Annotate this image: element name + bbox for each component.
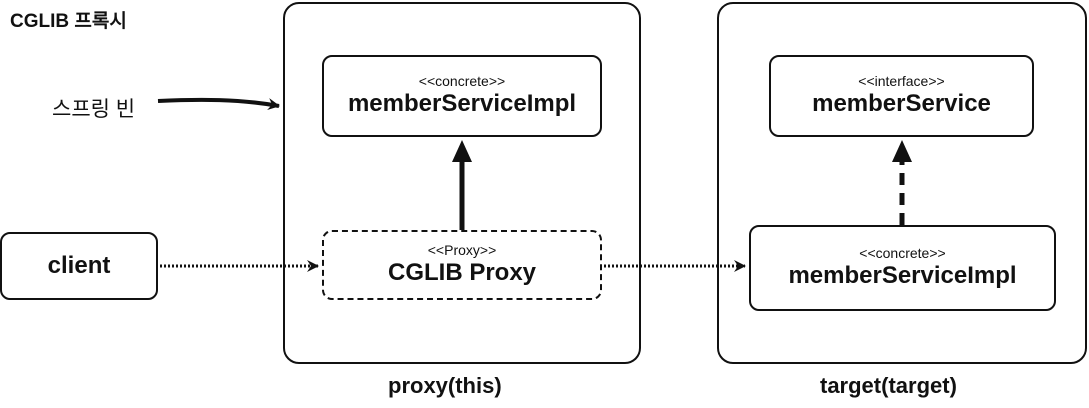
- client-label: client: [47, 252, 111, 279]
- proxy-concrete-box: <<concrete>> memberServiceImpl: [322, 55, 602, 137]
- target-concrete-name: memberServiceImpl: [788, 262, 1017, 289]
- target-concrete-stereotype: <<concrete>>: [859, 245, 946, 261]
- interface-name: memberService: [812, 90, 991, 117]
- proxy-concrete-stereotype: <<concrete>>: [418, 73, 506, 89]
- spring-bean-arrow: [157, 97, 280, 110]
- target-concrete-box: <<concrete>> memberServiceImpl: [749, 225, 1056, 311]
- cglib-proxy-stereotype: <<Proxy>>: [427, 242, 497, 258]
- cglib-proxy-name: CGLIB Proxy: [387, 259, 537, 286]
- diagram-title: CGLIB 프록시: [10, 11, 127, 32]
- interface-stereotype: <<interface>>: [858, 73, 945, 89]
- client-box: client: [0, 232, 158, 300]
- cglib-proxy-box: <<Proxy>> CGLIB Proxy: [322, 230, 602, 300]
- implements-arrow-head: [892, 140, 912, 162]
- interface-box: <<interface>> memberService: [769, 55, 1034, 137]
- proxy-extends-arrow-head: [452, 140, 472, 162]
- proxy-concrete-name: memberServiceImpl: [347, 90, 577, 117]
- proxy-container-caption: proxy(this): [388, 373, 502, 398]
- target-container-caption: target(target): [820, 373, 957, 398]
- spring-bean-label: 스프링 빈: [52, 98, 136, 121]
